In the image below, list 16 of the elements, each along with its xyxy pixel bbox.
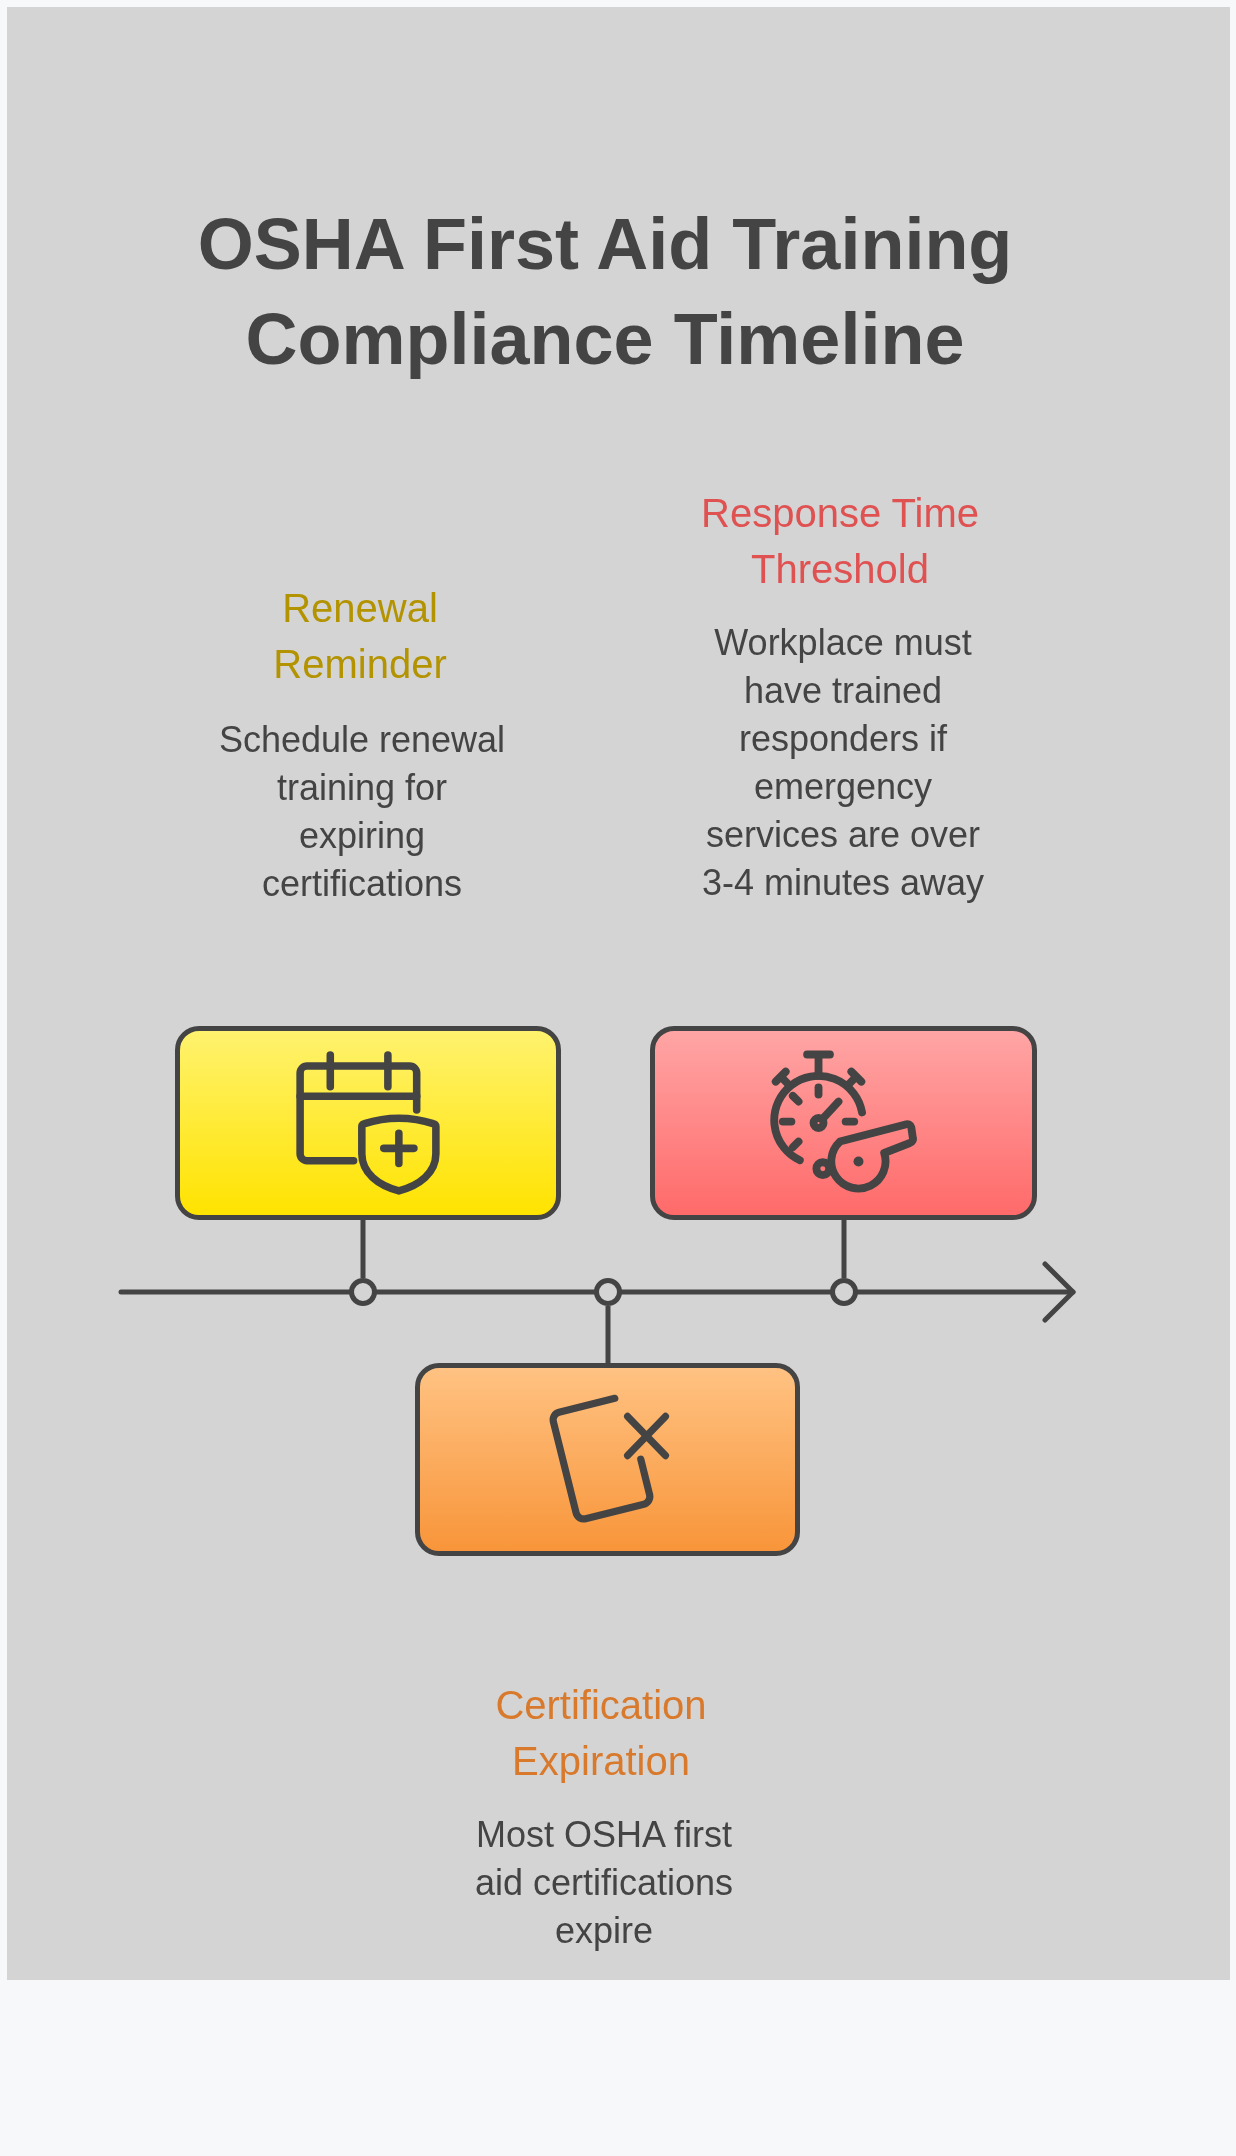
- page-title: OSHA First Aid Training Compliance Timeline: [196, 203, 1014, 381]
- connector-line: [360, 1220, 366, 1278]
- timeline-dot: [349, 1278, 377, 1306]
- milestone-card: [650, 1026, 1037, 1220]
- milestone-description: Schedule renewal training for expiring certifications: [217, 718, 507, 906]
- timeline-dot: [830, 1278, 858, 1306]
- milestone-card: [415, 1363, 800, 1556]
- milestone-description: Workplace must have trained responders if emergency services are over 3-4 minutes away: [700, 621, 986, 905]
- milestone-heading: Response Time Threshold: [700, 490, 980, 593]
- milestone-description: Most OSHA first aid certifications expire: [473, 1813, 735, 1953]
- milestone-heading: Renewal Reminder: [272, 585, 448, 688]
- connector-line: [841, 1220, 847, 1278]
- milestone-heading: Certification Expiration: [494, 1682, 708, 1785]
- milestone-card: [175, 1026, 561, 1220]
- connector-line: [605, 1306, 611, 1363]
- timeline-dot: [594, 1278, 622, 1306]
